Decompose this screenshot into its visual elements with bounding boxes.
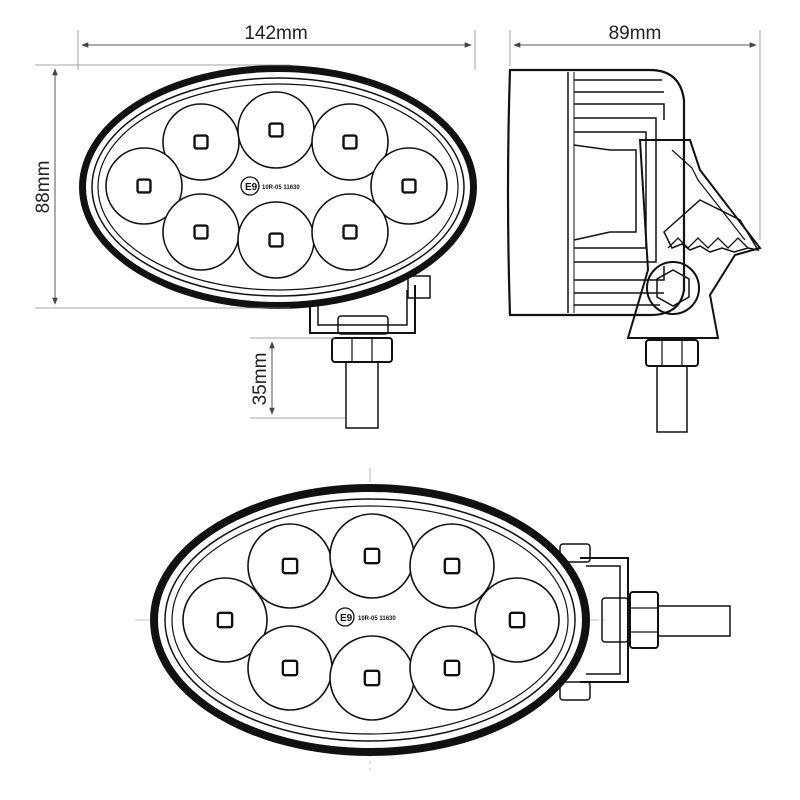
- approval-code-text: 10R-05 11630: [262, 185, 300, 191]
- bottom-led-chip: [281, 659, 299, 677]
- bottom-led-chip: [443, 659, 461, 677]
- bottom-bracket: [559, 543, 731, 701]
- front-led-chip: [136, 178, 152, 194]
- bottom-led-chip: [443, 557, 461, 575]
- bottom-led-chip: [216, 611, 234, 629]
- height-label: 88mm: [33, 161, 54, 214]
- front-led-chip: [342, 224, 358, 240]
- bolt-length-label: 35mm: [250, 353, 271, 406]
- bottom-e-mark-text: E9: [340, 613, 353, 624]
- bottom-led-chip: [363, 547, 381, 565]
- front-led-chip: [342, 134, 358, 150]
- front-bracket: [309, 275, 431, 429]
- side-view: [506, 68, 762, 433]
- bottom-view: E9 10R-05 11630: [135, 468, 731, 770]
- width-label: 142mm: [244, 23, 307, 44]
- dimension-bolt: 35mm: [250, 337, 345, 419]
- approval-mark: E9 10R-05 11630: [240, 176, 300, 196]
- dimension-width: 142mm: [77, 23, 476, 70]
- front-led-chip: [401, 178, 417, 194]
- front-led-chip: [193, 134, 209, 150]
- front-view: E9 10R-05 11630: [79, 65, 477, 429]
- front-led-chip: [193, 224, 209, 240]
- bottom-led-group: [182, 513, 560, 721]
- bottom-led-chip: [281, 557, 299, 575]
- e-mark-text: E9: [245, 182, 258, 193]
- bottom-approval-mark: E9 10R-05 11630: [335, 607, 396, 627]
- dimension-height: 88mm: [33, 64, 290, 309]
- bottom-approval-code-text: 10R-05 11630: [358, 616, 396, 622]
- front-led-group: [105, 91, 448, 279]
- bottom-led-chip: [508, 611, 526, 629]
- cooling-fins: [573, 79, 665, 306]
- depth-label: 89mm: [609, 23, 662, 44]
- front-led-chip: [268, 232, 284, 248]
- dimension-depth: 89mm: [509, 23, 761, 240]
- bottom-led-chip: [363, 669, 381, 687]
- front-led-chip: [268, 122, 284, 138]
